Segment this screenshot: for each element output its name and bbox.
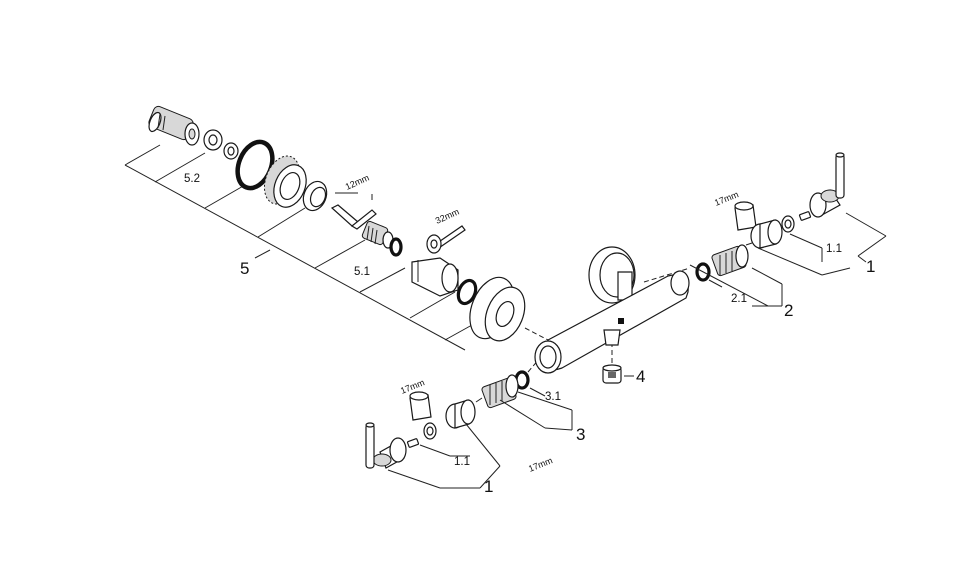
left-cartridge-part (475, 374, 519, 409)
mixer-body-part (534, 246, 690, 374)
callout-3: 3 (576, 425, 585, 444)
allen-key-part (330, 192, 377, 230)
callout-1-1-left: 1.1 (454, 456, 470, 468)
left-small-screw-part (406, 438, 420, 448)
cover-rosette-part (469, 276, 526, 342)
small-o-ring-5-1 (389, 237, 403, 257)
callout-1-left: 1 (484, 477, 493, 496)
callout-4: 4 (636, 367, 645, 386)
left-lever-handle-part (365, 422, 407, 469)
leader-lines-group-3 (499, 387, 573, 431)
callout-5: 5 (240, 259, 249, 278)
hex-body-part (411, 257, 459, 297)
left-screw-part (423, 422, 437, 440)
callout-1-right: 1 (866, 257, 875, 276)
assembly-axes (524, 267, 691, 373)
callout-2: 2 (784, 301, 793, 320)
threaded-connector-part (148, 105, 200, 146)
allen-key-size-label: 12mm (344, 173, 371, 192)
aerator-insert-part (602, 364, 622, 384)
ring-nut-part (302, 180, 328, 212)
leader-lines-group-1-right (757, 212, 887, 276)
right-lever-handle-part (809, 152, 845, 218)
callout-2-1: 2.1 (731, 293, 747, 305)
right-screw-part (781, 215, 795, 233)
callout-5-1: 5.1 (354, 266, 370, 278)
wrench-32mm-part (426, 225, 466, 254)
wrench-size-label: 32mm (434, 207, 461, 226)
threaded-fitting-part (361, 220, 394, 249)
knurled-nut-part (263, 155, 307, 208)
right-cartridge-part (711, 242, 753, 277)
right-sleeve-part (750, 219, 783, 249)
leader-lines-group-2 (689, 264, 783, 307)
callout-1-1-right: 1.1 (826, 243, 842, 255)
loose-17mm-label: 17mm (527, 455, 554, 474)
leader-lines-group-5 (124, 144, 491, 351)
right-small-screw-part (798, 211, 812, 221)
right-socket-17mm (734, 201, 757, 231)
left-sleeve-part (445, 399, 476, 429)
washer-small-part (223, 142, 239, 160)
left-socket-17mm (409, 391, 432, 421)
callout-5-2: 5.2 (184, 173, 200, 185)
o-ring-2-1 (695, 262, 711, 282)
washer-large-part (203, 129, 223, 151)
callout-3-1: 3.1 (545, 391, 561, 403)
o-ring-5 (456, 278, 478, 306)
leader-lines-group-1-left (387, 423, 501, 489)
